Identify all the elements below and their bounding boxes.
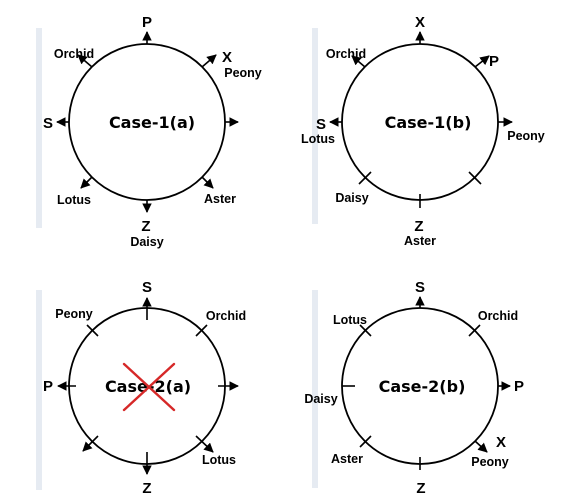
label-bottom-right: Lotus	[202, 453, 236, 467]
seat-arrow-bottom-left	[80, 176, 93, 189]
label-bottom: Z	[414, 218, 423, 235]
label-top-right: P	[489, 53, 499, 70]
cross-out-mark	[122, 362, 176, 412]
label-top-right: Orchid	[206, 309, 246, 323]
seat-arrow-top-right	[474, 55, 490, 68]
label-bottom-name: Aster	[404, 234, 436, 248]
label-bottom-name: Daisy	[130, 235, 163, 249]
label-left-name: Lotus	[301, 132, 335, 146]
seat-tick-top-left	[86, 324, 99, 337]
case-1b-diagram: Case-1(b) X Orchid P S Lotus Peony Daisy…	[301, 14, 545, 248]
seat-tick-top-right	[468, 324, 481, 337]
seat-arrow-top-left	[77, 54, 93, 68]
label-right: Peony	[507, 129, 545, 143]
label-bottom-right-name: Peony	[471, 455, 509, 469]
label-left: S	[43, 115, 53, 132]
label-top: S	[415, 279, 425, 296]
label-top: X	[415, 14, 425, 31]
label-bottom-left: Daisy	[335, 191, 368, 205]
case-title: Case-1(b)	[385, 113, 472, 132]
label-bottom: Z	[416, 480, 425, 497]
label-right: P	[514, 378, 524, 395]
case-1a-diagram: Case-1(a) P X Peony Orchid S Lotus Z Dai…	[43, 14, 262, 249]
label-top-right: Orchid	[478, 309, 518, 323]
seat-tick-bottom-right	[468, 171, 482, 185]
label-bottom-right: Aster	[204, 192, 236, 206]
side-bar	[312, 28, 318, 224]
case-2b-diagram: Case-2(b) S Lotus Orchid Daisy P Aster X…	[304, 279, 524, 497]
label-left: P	[43, 378, 53, 395]
seat-arrow-bottom-right	[195, 435, 214, 453]
seat-tick-top-right	[195, 324, 208, 337]
case-title: Case-1(a)	[109, 113, 195, 132]
label-bottom: Z	[141, 218, 150, 235]
label-bottom-left: Aster	[331, 452, 363, 466]
label-top-right-name: Peony	[224, 66, 262, 80]
label-left: Daisy	[304, 392, 337, 406]
case-2a-diagram: Case-2(a) S Peony Orchid P Lotus Z	[43, 279, 246, 497]
side-bar	[312, 290, 318, 488]
label-top: P	[142, 14, 152, 31]
label-top: S	[142, 279, 152, 296]
seat-arrow-bottom-left	[82, 435, 99, 452]
label-top-right: X	[222, 49, 232, 66]
seat-arrow-top-right	[201, 54, 217, 68]
label-left: S	[316, 116, 326, 133]
seat-tick-bottom-left	[359, 435, 372, 448]
seat-arrow-bottom-right	[201, 176, 214, 189]
seat-arrow-bottom-right	[474, 440, 488, 453]
side-bar	[36, 290, 42, 490]
label-top-left: Orchid	[54, 47, 94, 61]
seat-arrow-top-left	[351, 55, 366, 68]
seat-tick-bottom-left	[358, 171, 372, 185]
label-top-left: Orchid	[326, 47, 366, 61]
label-bottom-right: X	[496, 434, 506, 451]
side-bar	[36, 28, 42, 228]
case-title: Case-2(b)	[379, 377, 466, 396]
label-bottom-left: Lotus	[57, 193, 91, 207]
label-bottom: Z	[142, 480, 151, 497]
label-top-left: Peony	[55, 307, 93, 321]
label-top-left: Lotus	[333, 313, 367, 327]
seat-tick-top-left	[359, 324, 372, 337]
